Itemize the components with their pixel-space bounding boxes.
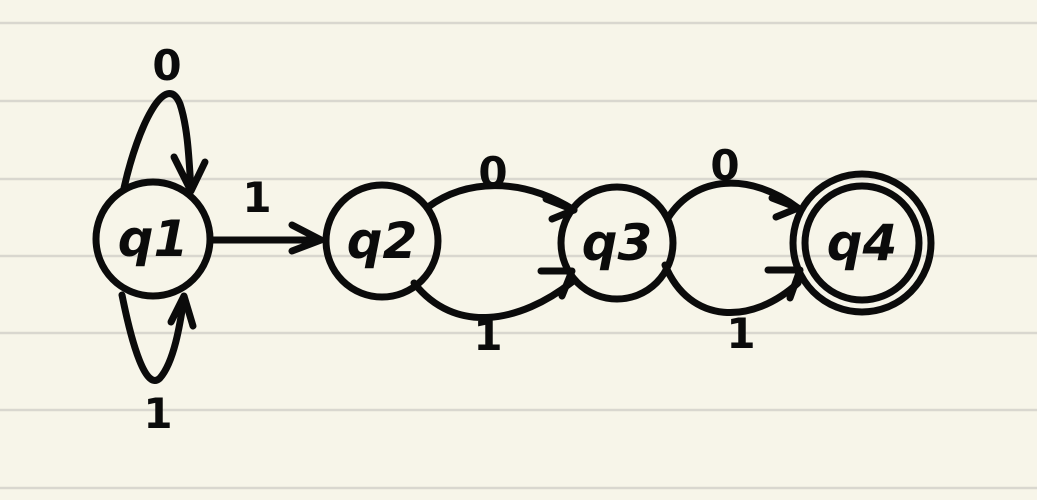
edge-label: 1 [242,173,271,222]
arrowhead [170,153,209,195]
state-q3-label: q3 [582,214,653,272]
state-q4-inner-circle [801,182,923,304]
state-q2-label: q2 [347,212,418,270]
edge-arc-bottom [410,278,576,322]
edge-arc-bottom [661,261,802,316]
ruled-lines [0,21,1037,490]
state-q4-label: q4 [827,214,898,272]
state-q2: q2 [322,181,442,301]
transition-q1-q1-0: 0 [120,41,209,195]
transition-q3-q4-1: 1 [661,261,804,358]
arrowhead [768,194,802,221]
edge-arc-top [664,179,802,222]
arrowhead [542,195,578,223]
self-loop-top-arrow [120,90,195,194]
arrowhead [537,267,576,300]
self-loop-bottom-arrow [118,291,188,384]
state-q1-label: q1 [118,210,189,268]
state-q3-circle [557,183,677,303]
transition-q2-q3-0: 0 [424,148,578,223]
transition-q2-q3-1: 1 [410,267,576,360]
edge-label: 0 [478,148,507,197]
state-q4: q4 [789,170,935,316]
transition-q1-q2-1: 1 [207,173,325,255]
arrowhead [288,221,325,255]
edge-label: 0 [152,41,181,90]
state-q4-outer-circle [789,170,935,316]
transition-q1-q1-1: 1 [118,291,197,438]
state-q3: q3 [557,183,677,303]
transition-q3-q4-0: 0 [664,141,802,222]
edge-label: 1 [726,309,755,358]
state-q2-circle [322,181,442,301]
edge-label: 0 [710,141,739,190]
edge-label: 1 [473,311,502,360]
arrowhead [764,266,804,302]
arrowhead [167,292,197,330]
state-q1: q1 [92,178,214,300]
edge-label: 1 [143,389,172,438]
